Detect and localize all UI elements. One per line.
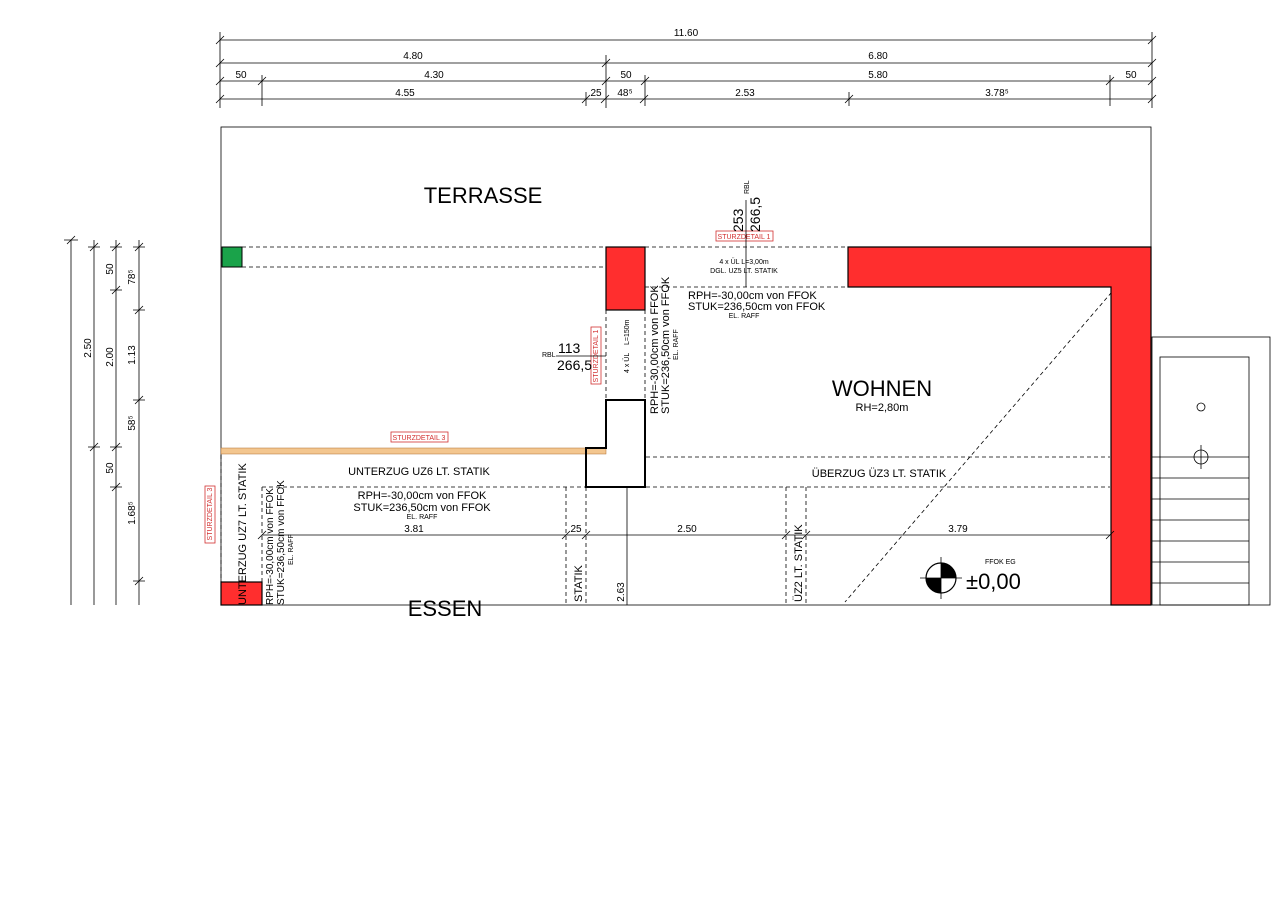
rph-middle: RPH=-30,00cm von FFOK xyxy=(358,490,487,502)
raff-middle: EL. RAFF xyxy=(407,514,438,521)
dim-row4-d: 2.53 xyxy=(735,88,755,99)
dim-left-total: 2.50 xyxy=(83,338,94,358)
sturz-details: STURZDETAIL 1 STURZDETAIL 3 STURZDETAIL … xyxy=(204,230,774,544)
dim-left-2b: 50 xyxy=(105,462,116,474)
dim-left-4b: 1.13 xyxy=(127,345,138,365)
wall-column xyxy=(605,246,646,311)
rbl-top-label: RBL xyxy=(744,180,751,194)
sturzdetail-1: STURZDETAIL 1 xyxy=(718,234,771,241)
dim-row3-b: 4.30 xyxy=(424,70,444,81)
raff-top: EL. RAFF xyxy=(729,313,760,320)
beam-left-note-2: L=150m xyxy=(624,319,631,345)
rbl-left-value-2: 266,5 xyxy=(557,357,592,373)
uez2-label: ÜZ2 LT. STATIK xyxy=(793,524,805,602)
annotations: 4 x ÜL L=3,00m DGL. UZ5 LT. STATIK RPH=-… xyxy=(237,258,947,605)
dim-total-width: 11.60 xyxy=(674,28,699,39)
walls xyxy=(220,246,1152,606)
raff-vertical: EL. RAFF xyxy=(673,329,680,360)
dim-row3-e: 50 xyxy=(1125,70,1137,81)
ueberzug-uz3: ÜBERZUG ÜZ3 LT. STATIK xyxy=(812,468,947,480)
dim-row4-b: 25 xyxy=(590,88,602,99)
rph-vertical: RPH=-30,00cm von FFOK xyxy=(649,285,661,414)
dim-left-4c: 58⁵ xyxy=(127,415,138,430)
dim-row4-c: 48⁵ xyxy=(617,88,632,99)
stuk-middle: STUK=236,50cm von FFOK xyxy=(353,502,491,514)
top-dimension-chains: 11.60 4.80 6.80 50 4.30 50 5.80 50 4.55 … xyxy=(215,28,1157,108)
wall-corner xyxy=(847,246,1152,606)
wall-left-bottom xyxy=(220,581,263,606)
rph-top: RPH=-30,00cm von FFOK xyxy=(688,290,817,302)
dim-row3-c: 50 xyxy=(620,70,632,81)
rbl-top-value-2: 266,5 xyxy=(747,197,763,232)
dim-row2-left: 4.80 xyxy=(403,51,423,62)
inner-dim-a: 3.81 xyxy=(404,524,424,535)
rbl-left-value-1: 113 xyxy=(558,340,581,356)
beam-top-note-2: DGL. UZ5 LT. STATIK xyxy=(710,268,778,275)
beam-left-note-1: 4 x ÜL xyxy=(623,353,631,373)
rph-left: RPH=-30,00cm von FFOK xyxy=(265,488,276,605)
rbl-left-label: RBL xyxy=(542,352,556,359)
inner-dim-c: 2.50 xyxy=(677,524,697,535)
inner-dim-b: 25 xyxy=(570,524,582,535)
building-outline xyxy=(220,126,1152,606)
inner-dim-vertical: 2.63 xyxy=(616,582,627,602)
statik-label: STATIK xyxy=(573,564,585,602)
dim-row4-e: 3.78⁵ xyxy=(985,88,1009,99)
ffok-value: ±0,00 xyxy=(966,569,1021,594)
left-dimension-chains: 2.50 2.00 50 50 1.68⁵ 78⁵ 1.13 58⁵ xyxy=(64,235,145,605)
room-labels: TERRASSE WOHNEN RH=2,80m ESSEN xyxy=(408,183,932,621)
room-essen: ESSEN xyxy=(408,596,483,621)
unterzug-uz7: UNTERZUG UZ7 LT. STATIK xyxy=(237,463,249,605)
room-wohnen-height: RH=2,80m xyxy=(856,402,909,414)
dim-row2-right: 6.80 xyxy=(868,51,888,62)
stuk-left: STUK=236,50cm von FFOK xyxy=(276,480,287,605)
room-wohnen: WOHNEN xyxy=(832,376,932,401)
raff-left: EL. RAFF xyxy=(288,534,295,565)
dim-row4-a: 4.55 xyxy=(395,88,415,99)
beam-top-note-1: 4 x ÜL L=3,00m xyxy=(719,258,769,266)
stair xyxy=(1151,336,1271,606)
sturzdetail-3-vertical: STURZDETAIL 3 xyxy=(207,487,214,540)
room-terrasse: TERRASSE xyxy=(424,183,543,208)
level-markers: RBL 253 266,5 RBL 113 266,5 FFOK EG ±0,0… xyxy=(542,180,1021,599)
inner-dimensions: 3.81 25 2.50 3.79 2.63 xyxy=(257,524,1115,602)
ffok-label: FFOK EG xyxy=(985,559,1016,566)
rbl-top-value-1: 253 xyxy=(730,208,746,232)
dim-left-3b: 1.68⁵ xyxy=(127,501,138,525)
dim-row3-d: 5.80 xyxy=(868,70,888,81)
inner-dim-d: 3.79 xyxy=(948,524,968,535)
dim-left-4a: 78⁵ xyxy=(127,269,138,284)
dim-left-2: 2.00 xyxy=(105,347,116,367)
stuk-vertical: STUK=236,50cm von FFOK xyxy=(660,276,672,414)
dim-left-3: 50 xyxy=(105,263,116,275)
column-green xyxy=(221,246,243,268)
sturzdetail-3: STURZDETAIL 3 xyxy=(393,435,446,442)
stuk-top: STUK=236,50cm von FFOK xyxy=(688,301,826,313)
unterzug-uz6: UNTERZUG UZ6 LT. STATIK xyxy=(348,466,490,478)
dim-row3-a: 50 xyxy=(235,70,247,81)
